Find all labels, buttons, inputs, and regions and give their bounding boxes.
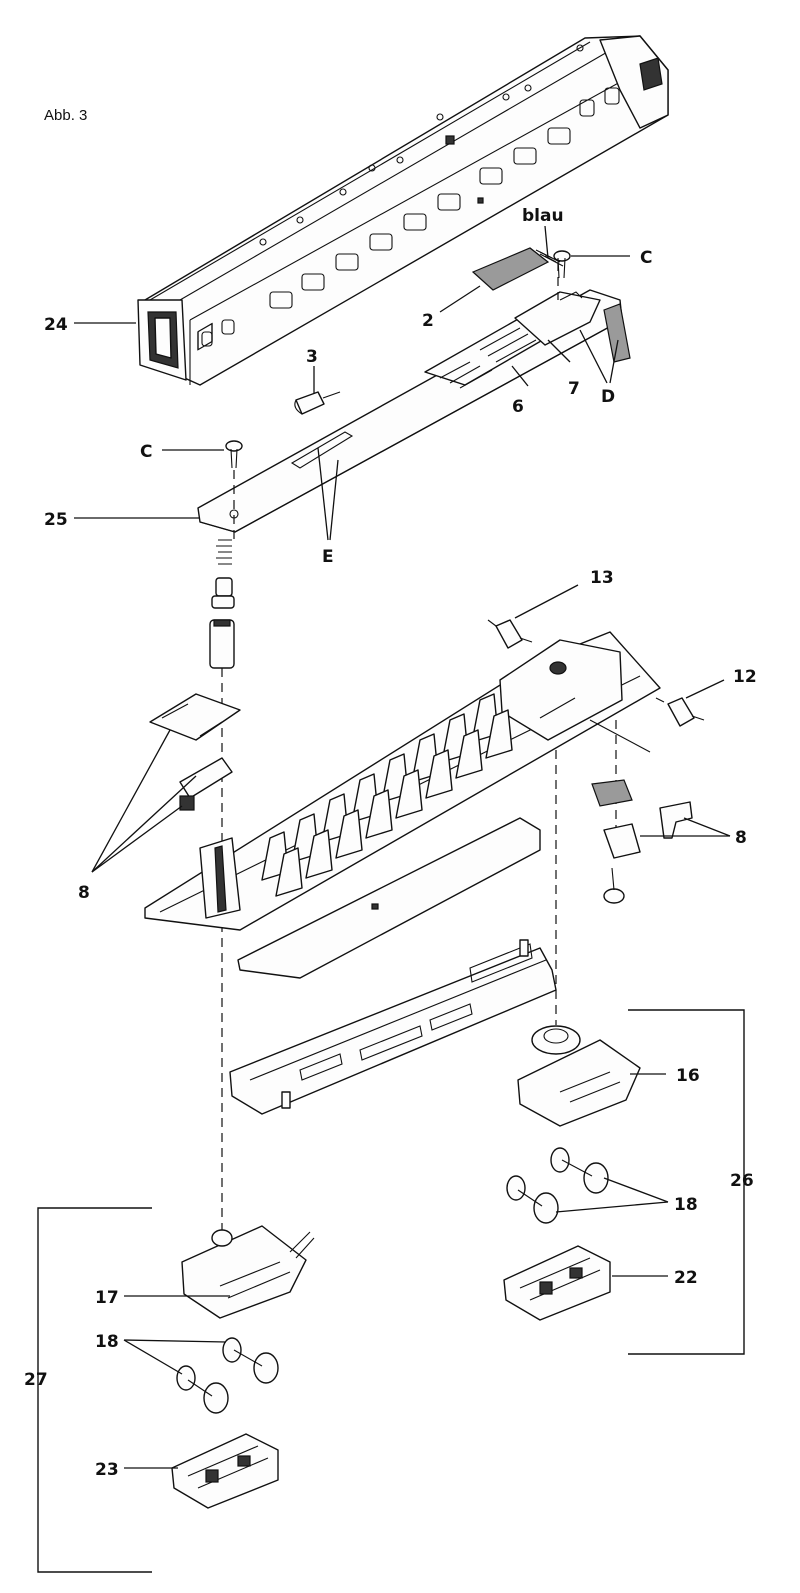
leader-blau (544, 225, 549, 259)
part-8-left-board (149, 693, 241, 741)
leader-e-2 (329, 459, 339, 541)
callout-23: 23 (95, 1460, 119, 1480)
part-23-bogie-frame (171, 1433, 279, 1509)
callout-2: 2 (422, 311, 434, 331)
part-12-bulb (655, 697, 705, 727)
leader-e-1 (317, 447, 329, 541)
part-17-bogie-top (181, 1225, 315, 1319)
callout-d: D (601, 387, 615, 407)
part-22-bogie-frame (503, 1245, 611, 1321)
callout-18-right: 18 (674, 1195, 698, 1215)
callout-26: 26 (730, 1171, 754, 1191)
part-18-wheelsets-left (176, 1337, 279, 1414)
leader-8-left-1 (91, 729, 171, 873)
bracket-26 (628, 1009, 745, 1355)
leader-8-right-2 (683, 817, 731, 837)
callout-13: 13 (590, 568, 614, 588)
leader-6 (511, 365, 529, 387)
callout-c-left: C (140, 442, 152, 462)
callout-e: E (322, 547, 334, 567)
figure-label: Abb. 3 (44, 107, 87, 124)
leader-d-2 (609, 339, 619, 384)
callout-18-left: 18 (95, 1332, 119, 1352)
callout-c-top: C (640, 248, 652, 268)
part-2-decoder-board (471, 247, 564, 291)
part-13-bulb (487, 619, 533, 649)
callout-16: 16 (676, 1066, 700, 1086)
screw-c-left (225, 440, 243, 469)
bracket-27 (37, 1207, 152, 1573)
leader-12 (685, 679, 725, 699)
plate-marker (371, 903, 379, 910)
callout-17: 17 (95, 1288, 119, 1308)
part-24-car-body (137, 35, 669, 386)
leader-7 (547, 339, 571, 363)
leader-18-left-2 (123, 1339, 183, 1375)
part-16-bogie-top (517, 1025, 641, 1127)
pickup-spring-stack (209, 539, 235, 669)
leader-2 (439, 285, 481, 313)
callout-blau: blau (522, 206, 564, 226)
underframe (229, 939, 557, 1115)
part-8-right-parts (591, 779, 693, 904)
leader-13 (514, 584, 579, 619)
leader-18-right-2 (555, 1201, 669, 1213)
leader-18-right-1 (603, 1177, 669, 1203)
callout-6: 6 (512, 397, 524, 417)
screw-c-top (553, 250, 571, 279)
callout-8-left: 8 (78, 883, 90, 903)
part-25-chassis-plate (197, 289, 631, 533)
callout-7: 7 (568, 379, 580, 399)
leader-d-1 (579, 329, 608, 384)
leader-8-left-3 (91, 805, 183, 873)
callout-12: 12 (733, 667, 757, 687)
leader-8-left-2 (91, 775, 197, 873)
callout-27: 27 (24, 1370, 48, 1390)
callout-3: 3 (306, 347, 318, 367)
callout-24: 24 (44, 315, 68, 335)
leader-18-left-1 (123, 1339, 227, 1343)
part-8-left-bracket (179, 757, 233, 811)
part-3-bulb (294, 391, 341, 415)
part-18-wheelsets-right (506, 1147, 609, 1224)
callout-22: 22 (674, 1268, 698, 1288)
callout-25: 25 (44, 510, 68, 530)
floor-insert-plate (237, 817, 541, 979)
interior-frame (144, 631, 661, 931)
callout-8-right: 8 (735, 828, 747, 848)
